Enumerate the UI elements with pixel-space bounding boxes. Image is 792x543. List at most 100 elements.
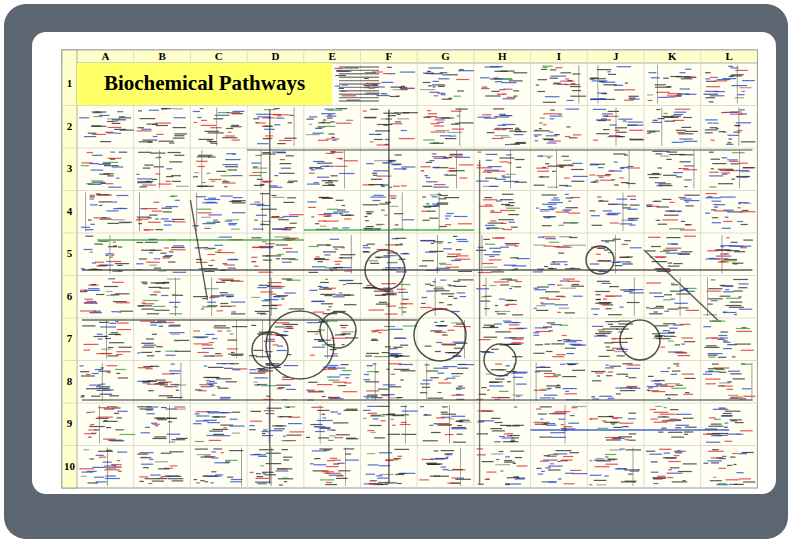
- pathway-text: [251, 297, 260, 298]
- pathway-text: [212, 395, 215, 396]
- pathway-text: [278, 387, 285, 388]
- pathway-text: [111, 255, 114, 256]
- pathway-text: [106, 291, 113, 292]
- pathway-text: [216, 378, 231, 379]
- pathway-text: [138, 305, 144, 306]
- pathway-text: [108, 355, 119, 356]
- pathway-text: [138, 181, 154, 182]
- pathway-text: [273, 286, 285, 287]
- pathway-text: [485, 178, 497, 179]
- pathway-text: [136, 242, 143, 243]
- pathway-text: [374, 160, 388, 161]
- pathway-text: [213, 220, 218, 221]
- pathway-text: [86, 412, 91, 413]
- pathway-text: [435, 119, 445, 120]
- pathway-text: [499, 114, 506, 115]
- pathway-text: [150, 294, 157, 295]
- pathway-text: [331, 151, 336, 152]
- pathway-text: [90, 204, 98, 205]
- pathway-text: [94, 244, 103, 245]
- pathway-text: [230, 333, 234, 334]
- pathway-text: [162, 208, 173, 209]
- pathway-text: [148, 483, 152, 484]
- pathway-text: [431, 123, 440, 124]
- pathway-text: [370, 109, 378, 110]
- pathway-text: [252, 247, 267, 248]
- pathway-text: [112, 282, 124, 283]
- pathway-text: [455, 421, 463, 422]
- pathway-text: [452, 477, 458, 478]
- pathway-text: [227, 477, 233, 478]
- pathway-text: [217, 310, 223, 311]
- pathway-text: [502, 194, 514, 195]
- pathway-text: [92, 182, 105, 183]
- grid-line: [62, 360, 757, 361]
- pathway-text: [487, 132, 495, 133]
- pathway-text: [103, 163, 112, 164]
- pathway-text: [201, 386, 212, 387]
- pathway-text: [390, 96, 400, 97]
- pathway-text: [333, 422, 348, 423]
- pathway-text: [154, 268, 161, 269]
- pathway-text: [505, 144, 510, 145]
- pathway-text: [507, 97, 516, 98]
- pathway-text: [459, 178, 467, 179]
- pathway-text: [260, 465, 264, 466]
- pathway-text: [309, 124, 313, 125]
- pathway-text: [364, 78, 369, 79]
- pathway-arrow: [85, 193, 86, 232]
- pathway-text: [88, 184, 101, 185]
- pathway-text: [346, 409, 358, 410]
- pathway-text: [342, 370, 352, 371]
- pathway-text: [203, 356, 213, 357]
- pathway-text: [490, 228, 505, 229]
- pathway-text: [495, 179, 506, 180]
- pathway-text: [284, 293, 295, 294]
- pathway-text: [158, 382, 168, 383]
- pathway-arrow: [109, 235, 110, 274]
- pathway-text: [384, 255, 397, 256]
- pathway-text: [393, 186, 400, 187]
- pathway-text: [453, 281, 460, 282]
- pathway-text: [317, 177, 329, 178]
- pathway-text: [141, 282, 147, 283]
- pathway-text: [485, 244, 495, 245]
- pathway-text: [249, 175, 261, 176]
- pathway-text: [447, 256, 458, 257]
- pathway-text: [282, 278, 293, 279]
- pathway-text: [434, 322, 438, 323]
- pathway-text: [476, 250, 486, 251]
- pathway-text: [225, 166, 238, 167]
- pathway-text: [100, 326, 116, 327]
- pathway-text: [274, 428, 285, 429]
- pathway-text: [330, 411, 338, 412]
- pathway-text: [439, 198, 447, 199]
- pathway-text: [198, 186, 214, 187]
- pathway-text: [484, 254, 500, 255]
- pathway-text: [252, 172, 267, 173]
- pathway-text: [457, 434, 463, 435]
- pathway-text: [257, 483, 267, 484]
- pathway-arrow: [351, 235, 352, 274]
- pathway-text: [333, 382, 347, 383]
- pathway-text: [327, 110, 342, 111]
- pathway-text: [99, 241, 109, 242]
- pathway-text: [423, 440, 438, 441]
- pathway-text: [437, 325, 447, 326]
- pathway-text: [334, 437, 343, 438]
- pathway-text: [107, 223, 119, 224]
- pathway-text: [172, 439, 186, 440]
- pathway-text: [391, 86, 403, 87]
- pathway-text: [509, 80, 523, 81]
- pathway-text: [491, 349, 499, 350]
- pathway-text: [117, 111, 123, 112]
- pathway-text: [508, 202, 514, 203]
- pathway-text: [95, 369, 103, 370]
- pathway-text: [346, 283, 362, 284]
- pathway-text: [87, 301, 97, 302]
- pathway-text: [257, 368, 265, 369]
- pathway-text: [328, 380, 339, 381]
- pathway-text: [426, 203, 429, 204]
- pathway-text: [142, 185, 156, 186]
- grid-line: [644, 50, 645, 488]
